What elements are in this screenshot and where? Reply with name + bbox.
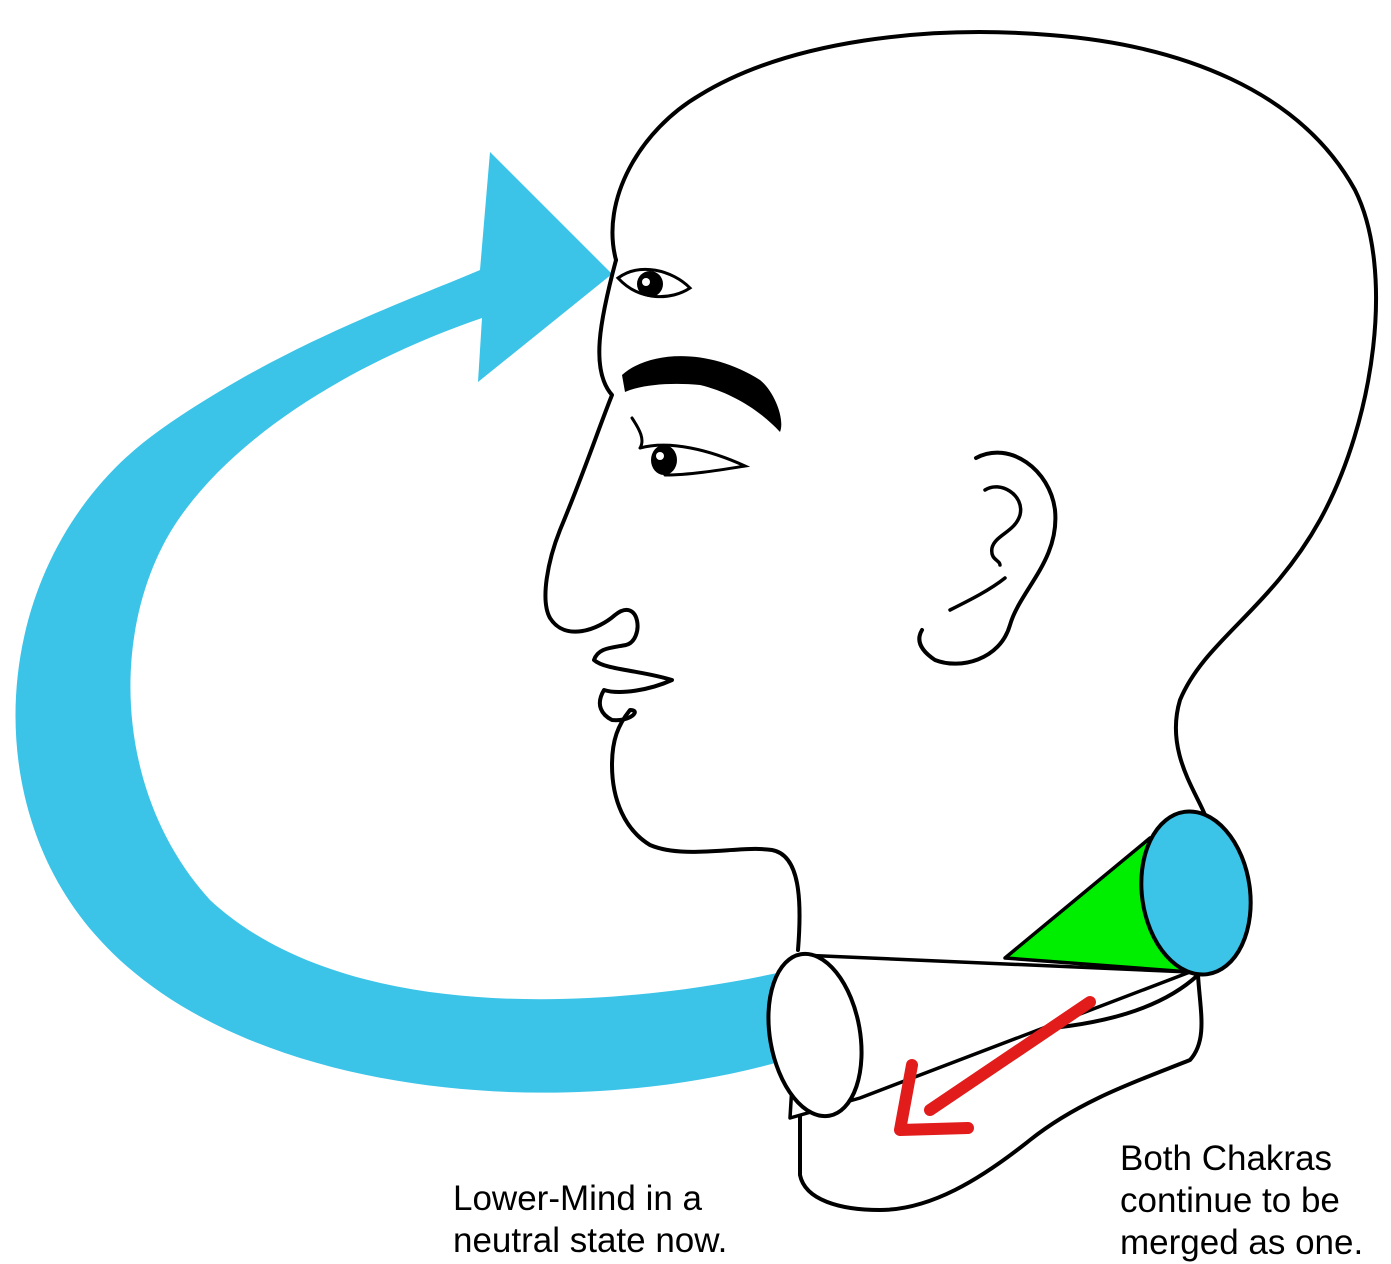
eye-pupil xyxy=(651,445,677,475)
ear xyxy=(919,453,1055,664)
eyebrow xyxy=(622,356,781,432)
lower-mind-caption-line2: neutral state now. xyxy=(453,1220,727,1262)
lower-mind-caption-line1: Lower-Mind in a xyxy=(453,1178,727,1220)
lower-mind-caption: Lower-Mind in a neutral state now. xyxy=(453,1178,727,1262)
chakras-caption-line2: continue to be xyxy=(1120,1180,1363,1222)
third-eye-pupil xyxy=(637,271,663,297)
chakras-caption-line3: merged as one. xyxy=(1120,1222,1363,1264)
eye xyxy=(632,418,745,475)
chakras-caption-line1: Both Chakras xyxy=(1120,1138,1363,1180)
head-outline xyxy=(612,32,1376,815)
chakras-caption: Both Chakras continue to be merged as on… xyxy=(1120,1138,1363,1264)
curved-blue-arrow xyxy=(16,152,833,1093)
